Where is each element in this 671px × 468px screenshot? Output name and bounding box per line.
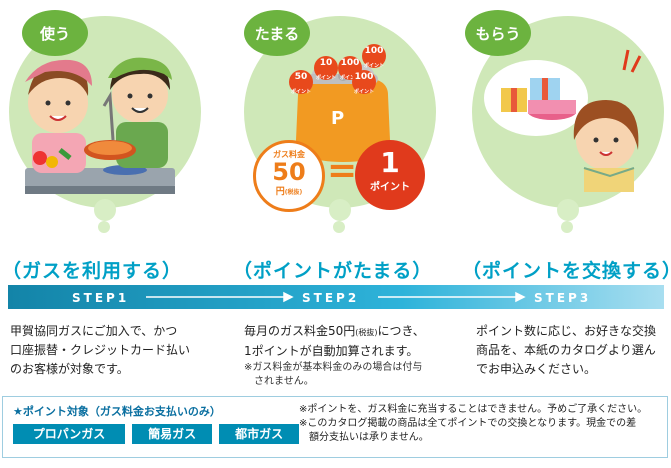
target-item-city-gas: 都市ガス [219, 424, 300, 444]
step3-badge: もらう [465, 10, 531, 56]
step1-label: STEP1 [72, 291, 130, 305]
gas-fee-unit: 円 [275, 187, 285, 197]
target-notes: ※ポイントを、ガス料金に充当することはできません。予めご了承ください。 ※このカ… [299, 404, 648, 443]
gas-fee-tax: (税抜) [284, 189, 303, 196]
step1-heading: （ガスを利用する） [2, 260, 183, 282]
step3-illustration [456, 0, 671, 240]
step2-heading: （ポイントがたまる） [233, 260, 433, 282]
point-value: 1 [380, 146, 400, 179]
target-item-simple-gas: 簡易ガス [132, 424, 213, 444]
cooking-couple-illustration [9, 16, 201, 233]
step2-note: ※ガス料金が基本料金のみの場合は付与 されません。 [244, 362, 423, 387]
step1-badge: 使う [22, 10, 88, 56]
gift-woman-illustration [472, 16, 664, 233]
step2-badge: たまる [244, 10, 310, 56]
point-target-box: ★ポイント対象（ガス料金お支払いのみ） プロパンガス 簡易ガス 都市ガス ※ポイ… [2, 396, 668, 458]
step1-illustration [0, 0, 220, 240]
target-title: ★ポイント対象（ガス料金お支払いのみ） [13, 405, 221, 418]
target-items: プロパンガス 簡易ガス 都市ガス [13, 423, 300, 444]
step-bar [8, 285, 664, 309]
step1-description: 甲賀協同ガスにご加入で、かつ 口座振替・クレジットカード払い のお客様が対象です… [10, 324, 191, 376]
step3-label: STEP3 [534, 291, 592, 305]
gas-fee-label: ガス料金 [273, 150, 305, 159]
equals-sign: = [327, 150, 358, 191]
step2-description: 毎月のガス料金50円(税抜)につき、 1ポイントが自動加算されます。 ※ガス料金… [244, 324, 425, 387]
point-unit: ポイント [370, 182, 410, 193]
step3-heading: （ポイントを交換する） [462, 260, 671, 282]
step3-description: ポイント数に応じ、お好きな交換 商品を、本紙のカタログより選ん でお申込みくださ… [476, 324, 657, 376]
point-circle: 1 ポイント [355, 140, 425, 210]
step2-label: STEP2 [302, 291, 360, 305]
step-arrows [146, 291, 526, 303]
purse-letter: P [331, 108, 345, 129]
gas-fee-value: 50 [272, 158, 306, 186]
target-item-propane: プロパンガス [13, 424, 125, 444]
gas-fee-circle: ガス料金 50 円(税抜) [253, 140, 325, 212]
